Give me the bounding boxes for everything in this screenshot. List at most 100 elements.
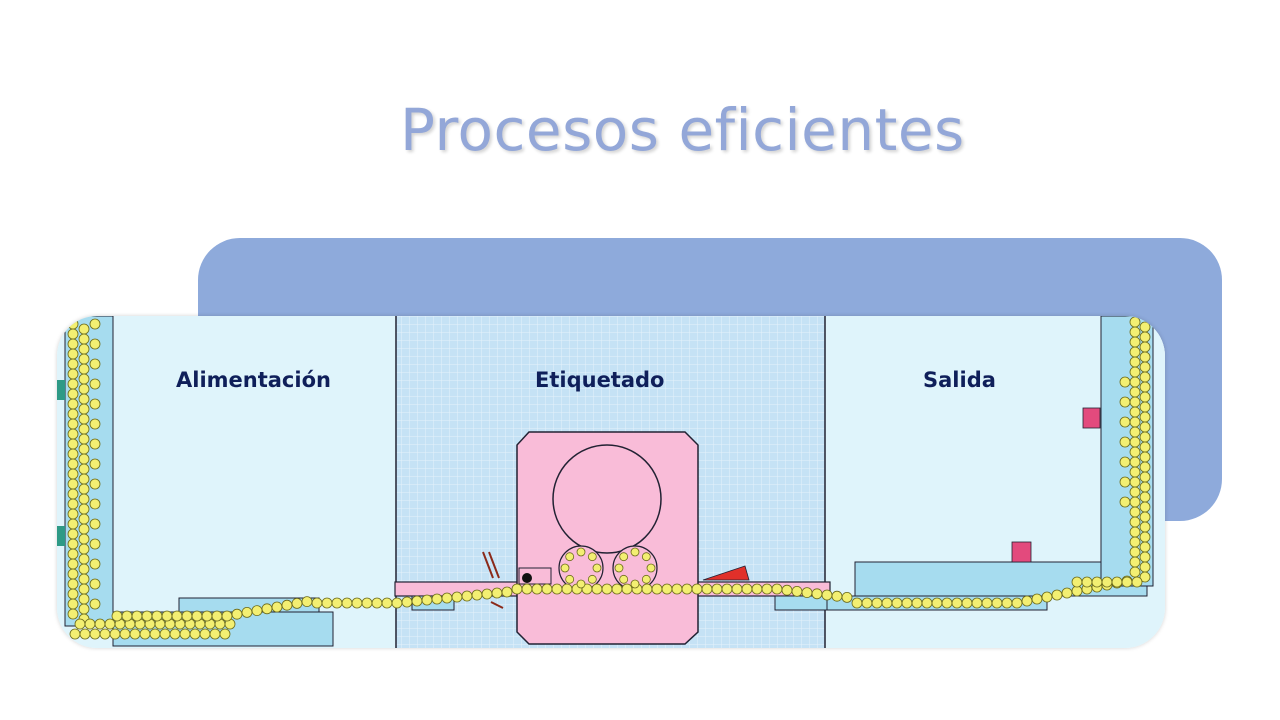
bottle — [78, 353, 90, 365]
section-label-labeling: Etiquetado — [535, 368, 665, 392]
bottle — [1129, 496, 1141, 508]
bottle — [361, 597, 373, 609]
bottle — [121, 610, 133, 622]
bottle — [641, 552, 651, 562]
bottle — [67, 588, 79, 600]
bottle — [1031, 593, 1043, 605]
bottle — [1129, 386, 1141, 398]
bottle — [78, 373, 90, 385]
bottle — [1129, 516, 1141, 528]
bottle — [89, 498, 101, 510]
bottle — [78, 403, 90, 415]
bottle — [541, 583, 553, 595]
bottle — [421, 594, 433, 606]
bottle — [1139, 501, 1151, 513]
bottle — [591, 583, 603, 595]
bottle — [78, 443, 90, 455]
bottle — [576, 547, 586, 557]
bottle — [741, 583, 753, 595]
bottle — [576, 579, 586, 589]
bottle — [241, 606, 253, 618]
bottle — [78, 583, 90, 595]
bottle — [89, 378, 101, 390]
bottle — [78, 603, 90, 615]
bottle — [67, 338, 79, 350]
bottle — [1129, 446, 1141, 458]
bottle — [1129, 556, 1141, 568]
diagram-canvas — [57, 316, 1165, 648]
bottle — [1129, 336, 1141, 348]
bottle — [131, 610, 143, 622]
bottle — [1129, 506, 1141, 518]
bottle — [630, 579, 640, 589]
bottle — [721, 583, 733, 595]
bottle — [1139, 431, 1151, 443]
bottle — [471, 589, 483, 601]
bottle — [78, 323, 90, 335]
bottle — [451, 591, 463, 603]
bottle — [661, 583, 673, 595]
bottle — [89, 318, 101, 330]
bottle — [961, 597, 973, 609]
bottle — [78, 363, 90, 375]
bottle — [301, 596, 313, 608]
bottle — [1139, 461, 1151, 473]
bottle — [621, 583, 633, 595]
bottle — [592, 563, 602, 573]
bottle — [89, 358, 101, 370]
bottle — [321, 597, 333, 609]
bottle — [1129, 486, 1141, 498]
bottle — [565, 574, 575, 584]
bottle — [89, 578, 101, 590]
section-label-output: Salida — [923, 368, 996, 392]
bottle — [641, 583, 653, 595]
bottle — [1091, 576, 1103, 588]
bottle — [78, 453, 90, 465]
bottle — [1139, 371, 1151, 383]
bottle — [681, 583, 693, 595]
bottle — [501, 586, 513, 598]
bottle — [151, 610, 163, 622]
section-label-feed: Alimentación — [176, 368, 331, 392]
bottle — [630, 547, 640, 557]
bottle — [1081, 576, 1093, 588]
bottle — [1139, 401, 1151, 413]
bottle — [1139, 551, 1151, 563]
bottle — [1001, 597, 1013, 609]
bottle — [67, 418, 79, 430]
bottle — [811, 588, 823, 600]
bottle — [921, 597, 933, 609]
bottle — [711, 583, 723, 595]
bottle — [78, 473, 90, 485]
bottle — [1119, 456, 1131, 468]
bottle — [1129, 546, 1141, 558]
bottle — [291, 597, 303, 609]
bottle — [67, 448, 79, 460]
bottle — [1139, 381, 1151, 393]
bottle — [181, 610, 193, 622]
bottle — [67, 318, 79, 330]
bottle — [611, 583, 623, 595]
bottle — [531, 583, 543, 595]
bottle — [391, 597, 403, 609]
bottle — [78, 503, 90, 515]
sensor-dot — [522, 573, 532, 583]
bottle — [78, 493, 90, 505]
bottle — [78, 523, 90, 535]
bottle — [401, 596, 413, 608]
bottle — [89, 628, 101, 640]
bottle — [1111, 576, 1123, 588]
bottle — [251, 605, 263, 617]
bottle — [1129, 346, 1141, 358]
bottle — [671, 583, 683, 595]
bottle — [119, 628, 131, 640]
bottle — [67, 578, 79, 590]
bottle — [67, 498, 79, 510]
bottle — [78, 433, 90, 445]
bottle — [109, 628, 121, 640]
bottle — [861, 597, 873, 609]
bottle — [89, 458, 101, 470]
bottle — [1139, 571, 1151, 583]
labeling-line-diagram: Alimentación Etiquetado Salida — [57, 316, 1165, 648]
brush-tool — [482, 551, 500, 579]
